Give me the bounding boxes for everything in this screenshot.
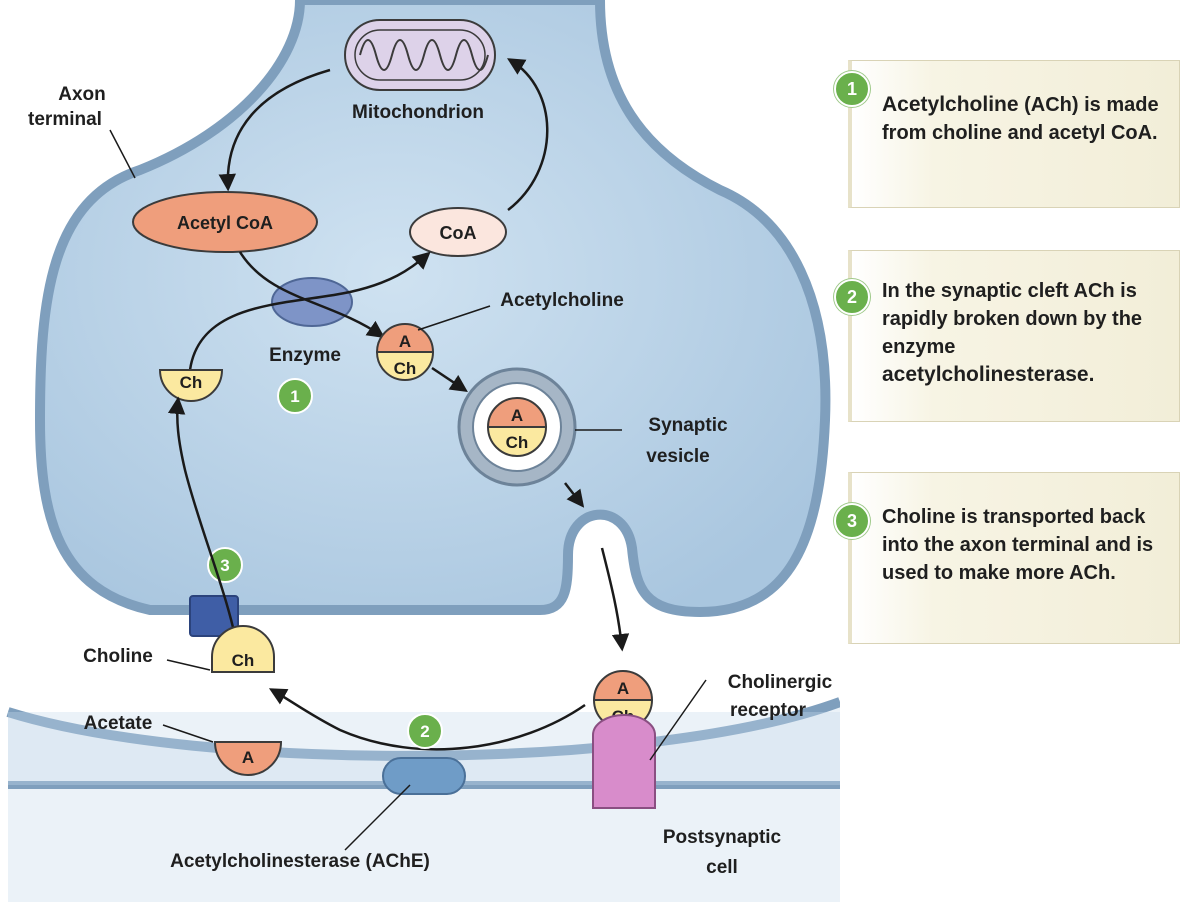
step-3-panel-badge: 3 [834, 503, 870, 539]
choline-letters-terminal: Ch [180, 373, 203, 392]
choline-molecule-terminal [158, 369, 224, 402]
choline-label: Choline [83, 646, 153, 667]
enzyme-label: Enzyme [269, 345, 341, 366]
step-2-text: In the synaptic cleft ACh is rapidly bro… [882, 277, 1169, 389]
acetylcholine-label: Acetylcholine [500, 290, 624, 311]
acetate-letter: A [242, 748, 254, 767]
postsynaptic-cell-label: Postsynaptic [663, 827, 782, 848]
step-1-badge [277, 378, 313, 414]
synaptic-vesicle-label: Synaptic [648, 415, 728, 436]
step-2-panel: 2 In the synaptic cleft ACh is rapidly b… [834, 250, 1180, 422]
axon-terminal-label-2: terminal [28, 109, 102, 130]
step-3-badge-number: 3 [220, 556, 229, 575]
mitochondrion-label: Mitochondrion [352, 102, 484, 123]
step-3-panel: 3 Choline is transported back into the a… [834, 472, 1180, 644]
ache-label: Acetylcholinesterase (AChE) [170, 851, 430, 872]
axon-terminal-label: Axon [58, 84, 106, 105]
step-2-badge-number: 2 [420, 722, 429, 741]
step-2-rest: In the synaptic cleft ACh is rapidly bro… [882, 280, 1143, 358]
postsynaptic-cell-label-2: cell [706, 857, 738, 878]
mitochondrion-icon [344, 19, 496, 91]
acetyl-coa-label: Acetyl CoA [177, 213, 273, 233]
ach-molecule-vesicle [486, 397, 548, 457]
acetate-label: Acetate [84, 713, 153, 734]
step-3-text: Choline is transported back into the axo… [882, 503, 1169, 587]
step-1-text: Acetylcholine (ACh) is made from choline… [882, 91, 1169, 147]
choline-molecule-cleft [211, 625, 275, 673]
choline-letters-cleft: Ch [232, 651, 255, 670]
ach-vesicle-ch: Ch [506, 433, 529, 452]
ach-new-a: A [399, 332, 411, 351]
step-1-rest: (ACh) is made from choline and acetyl Co… [882, 94, 1159, 144]
step-1-panel: 1 Acetylcholine (ACh) is made from choli… [834, 60, 1180, 208]
coa-label: CoA [440, 223, 477, 243]
axon-terminal-shape [34, 0, 831, 618]
ach-new-ch: Ch [394, 359, 417, 378]
synapse-diagram: Mitochondrion Axon terminal Acetyl CoA C… [6, 0, 840, 902]
ach-cleft-a: A [617, 679, 629, 698]
postsynaptic-membrane-top [6, 697, 840, 761]
step-2-bold: acetylcholinesterase. [882, 363, 1095, 386]
acetate-molecule [213, 741, 283, 776]
step-2-panel-badge: 2 [834, 279, 870, 315]
ach-vesicle-a: A [511, 406, 523, 425]
ach-molecule-new [375, 323, 435, 381]
step-3-rest: Choline is transported back into the axo… [882, 506, 1154, 584]
ache-enzyme [382, 757, 466, 795]
step-1-badge-number: 1 [290, 387, 299, 406]
coa [409, 207, 507, 257]
step-1-bold: Acetylcholine [882, 93, 1019, 116]
cholinergic-receptor-label-2: receptor [730, 700, 807, 721]
step-1-panel-badge: 1 [834, 71, 870, 107]
step-2-badge [407, 713, 443, 749]
cholinergic-receptor [592, 714, 656, 809]
cholinergic-receptor-label: Cholinergic [728, 672, 833, 693]
acetyl-coa [132, 191, 318, 253]
synaptic-vesicle-label-2: vesicle [646, 446, 709, 467]
